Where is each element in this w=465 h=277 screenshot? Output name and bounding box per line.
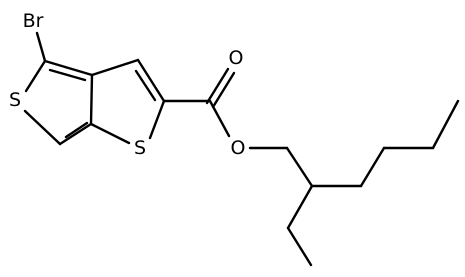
bond-butyl-2 [359, 146, 386, 188]
bond-ch-c-fusion-inner [64, 121, 89, 139]
bromine-atom-label: Br [23, 10, 44, 32]
bond-ch-c-fusion [58, 122, 93, 146]
bond-s-ch [23, 109, 62, 146]
ester-oxygen-label: O [231, 137, 246, 159]
bond-butyl-4 [431, 99, 460, 150]
bond-ch-c-ester [136, 58, 166, 103]
bond-c-br-c-fusion [43, 59, 94, 77]
sulfur-atom-label-ring: S [134, 137, 146, 159]
bond-carbonyl-o-double-b [211, 71, 236, 109]
bond-c-s-left [24, 59, 47, 93]
bond-ch-c-ester-inner [134, 69, 157, 102]
bond-br-c [35, 31, 47, 63]
bond-lines [23, 31, 460, 267]
bond-s-fusion [89, 122, 131, 145]
bond-carbonyl-o-ester [208, 99, 231, 138]
bond-fusion-ch [90, 58, 140, 77]
bond-c-ester-s [148, 99, 166, 140]
bond-fusion [89, 73, 94, 126]
bond-carbonyl-o-double-a [205, 67, 230, 105]
carbonyl-oxygen-label: O [229, 47, 244, 69]
bond-c-br-c-fusion-inner [48, 68, 87, 82]
bond-ch-ethyl [286, 184, 314, 230]
bond-ch2-ch [285, 146, 314, 188]
sulfur-atom-label-left: S [9, 89, 21, 111]
bond-ethyl-ch3 [286, 226, 313, 267]
